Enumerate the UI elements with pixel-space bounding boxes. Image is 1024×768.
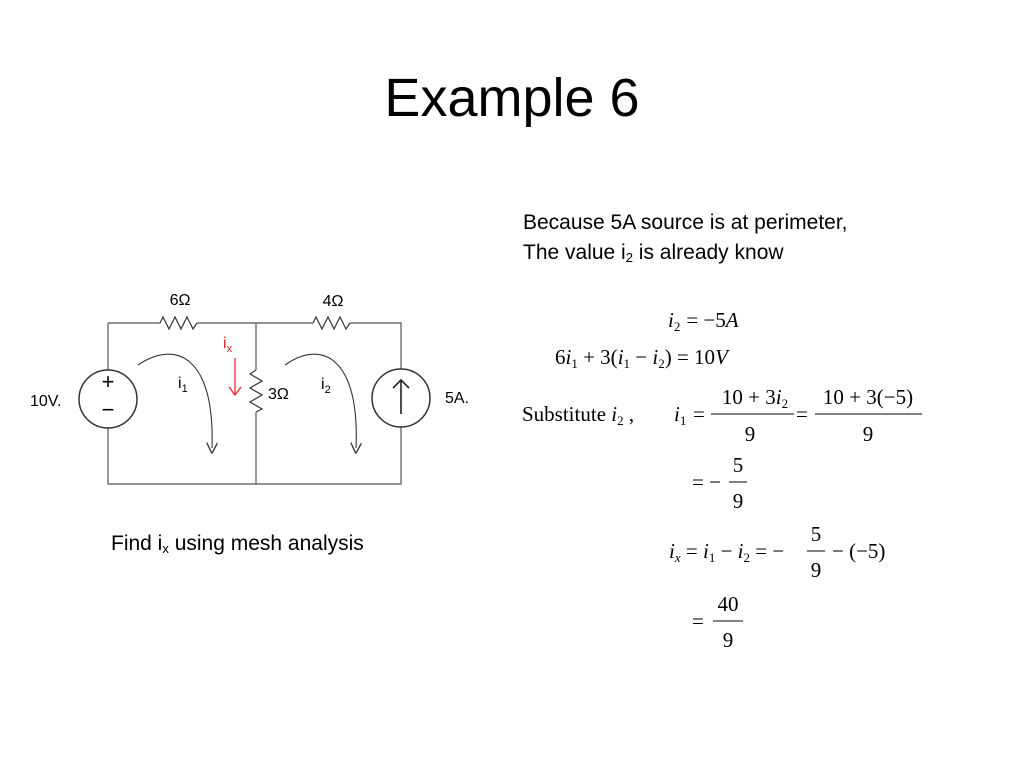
label-i2-sub: 2	[325, 384, 331, 396]
voltage-source-plus: +	[102, 369, 115, 394]
label-5a: 5A.	[445, 390, 469, 407]
label-6-ohm: 6Ω	[170, 292, 191, 309]
label-ix: ix	[223, 335, 233, 355]
voltage-source	[78, 369, 138, 429]
label-i1-main: i	[178, 375, 182, 392]
ix-arrow-icon	[228, 358, 242, 396]
label-3-ohm: 3Ω	[268, 386, 289, 403]
caption-post: using mesh analysis	[168, 532, 364, 555]
resistor-3-ohm	[248, 369, 264, 413]
label-i2-main: i	[321, 376, 325, 393]
label-i1-sub: 1	[182, 383, 188, 395]
label-ix-main: i	[223, 335, 227, 352]
resistor-6-ohm	[159, 315, 198, 331]
mesh-1-arrow-icon	[137, 353, 212, 448]
slide-title: Example 6	[384, 68, 640, 128]
intro-line-1: Because 5A source is at perimeter,	[523, 211, 848, 234]
intro-text: Because 5A source is at perimeter, The v…	[523, 208, 848, 273]
label-i2: i2	[321, 376, 331, 396]
label-4-ohm: 4Ω	[323, 293, 344, 310]
label-i1: i1	[178, 375, 188, 395]
caption-pre: Find i	[111, 532, 163, 555]
task-caption: Find ix using mesh analysis	[111, 530, 364, 563]
voltage-source-minus: −	[102, 397, 115, 422]
intro-line-2-pre: The value i	[523, 241, 626, 264]
intro-line-2-sub: 2	[625, 250, 633, 265]
resistor-4-ohm	[312, 315, 351, 331]
intro-line-2-post: is already know	[632, 241, 784, 264]
circuit-wires	[107, 322, 402, 485]
arrow-up-icon	[392, 378, 410, 414]
mesh-2-arrow-icon	[284, 353, 356, 448]
caption-sub: x	[162, 541, 169, 556]
label-ix-sub: x	[227, 343, 233, 355]
intro-line-2: The value i2 is already know	[523, 238, 848, 273]
label-10v: 10V.	[30, 393, 61, 410]
